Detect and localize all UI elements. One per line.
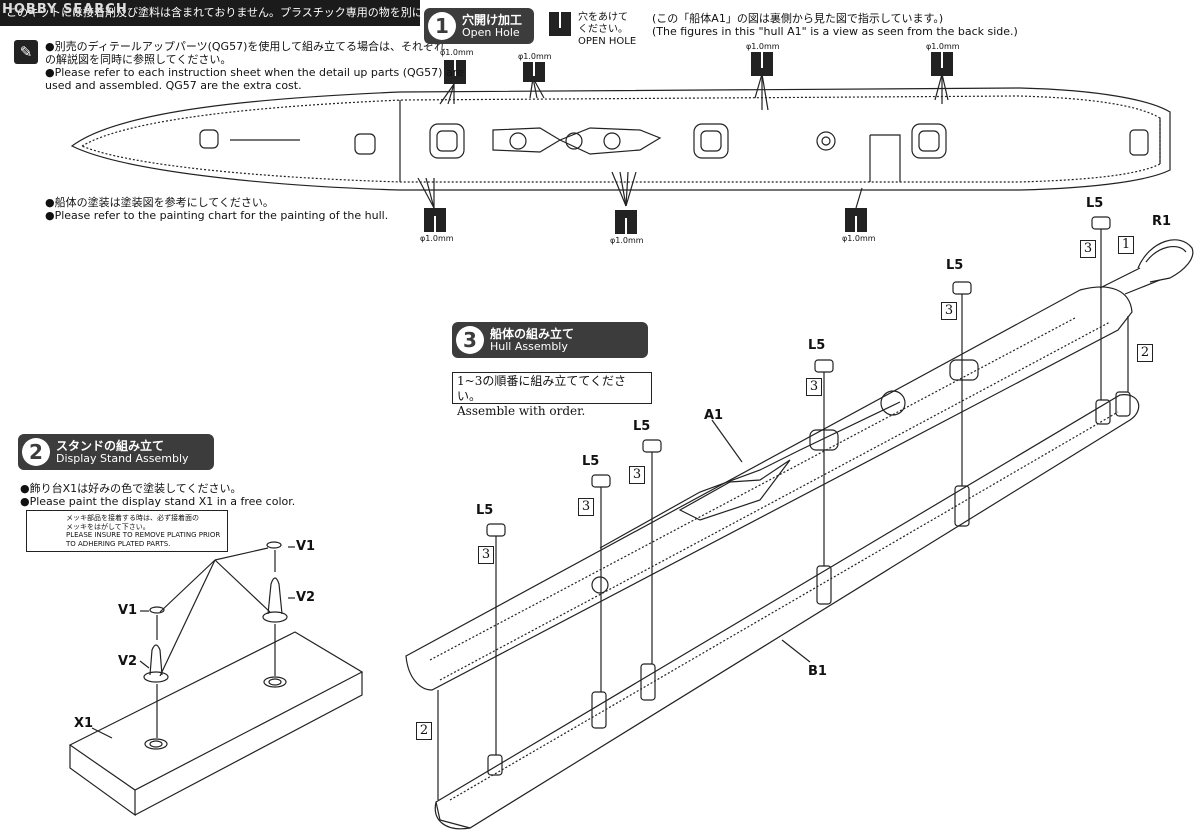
step-2-title-jp: スタンドの組み立て (56, 439, 165, 453)
hole-size-label: φ1.0mm (842, 234, 876, 243)
detail-parts-icon: ✎ (14, 40, 38, 64)
hole-size-label: φ1.0mm (610, 236, 644, 245)
warning-jp-2: メッキをはがして下さい。 (66, 522, 150, 531)
order-mark-3: 3 (1080, 240, 1096, 258)
stand-paint-note: ●飾り台X1は好みの色で塗装してください。 ●Please paint the … (20, 482, 295, 508)
part-label-l5: L5 (476, 503, 494, 518)
part-label-v2: V2 (296, 590, 316, 605)
part-label-l5: L5 (946, 258, 964, 273)
step-1-title-en: Open Hole (462, 26, 520, 39)
painting-note-jp: ●船体の塗装は塗装図を参考にしてください。 (45, 196, 274, 209)
step-3-title-jp: 船体の組み立て (490, 327, 575, 341)
step-1-number: 1 (428, 12, 456, 40)
step-1-badge: 1 穴開け加工 Open Hole (424, 8, 534, 44)
part-label-v1: V1 (296, 539, 316, 554)
step-1-title-jp: 穴開け加工 (462, 13, 523, 27)
part-label-x1: X1 (74, 716, 94, 731)
stand-note-jp: ●飾り台X1は好みの色で塗装してください。 (20, 482, 242, 495)
stand-note-en: ●Please paint the display stand X1 in a … (20, 495, 296, 508)
hole-callouts (417, 73, 949, 209)
open-hole-legend: 穴をあけて ください。 OPEN HOLE (578, 12, 636, 48)
part-label-l5: L5 (582, 454, 600, 469)
hole-size-label: φ1.0mm (440, 48, 474, 57)
painting-note-en: ●Please refer to the painting chart for … (45, 209, 389, 222)
step-2-badge: 2 スタンドの組み立て Display Stand Assembly (18, 434, 214, 470)
detail-parts-en-1: ●Please refer to each instruction sheet … (45, 66, 464, 79)
hole-size-label: φ1.0mm (518, 52, 552, 61)
part-label-r1: R1 (1152, 214, 1172, 229)
step-3-number: 3 (456, 326, 484, 354)
part-label-l5: L5 (1086, 196, 1104, 211)
assembly-order-jp: 1~3の順番に組み立ててください。 (457, 374, 626, 403)
view-note-jp: (この「船体A1」の図は裏側から見た図で指示しています。) (652, 12, 944, 25)
assembly-order-box: 1~3の順番に組み立ててください。 Assemble with order. (452, 372, 652, 418)
hull-top-view (70, 87, 1171, 191)
part-label-v2: V2 (118, 654, 138, 669)
top-notice-text: このキットには接着剤及び塗料は含まれておりません。プラスチック専用の物を別にお求… (6, 6, 420, 19)
plating-warning-box (26, 510, 228, 552)
view-note-en: (The figures in this "hull A1" is a view… (652, 25, 1018, 38)
legend-en: OPEN HOLE (578, 36, 637, 47)
detail-parts-en-2: used and assembled. QG57 are the extra c… (45, 79, 302, 92)
warning-en-1: PLEASE INSURE TO REMOVE PLATING PRIOR (66, 531, 221, 539)
view-note: (この「船体A1」の図は裏側から見た図で指示しています。) (The figur… (652, 12, 1018, 38)
order-mark-3: 3 (941, 302, 957, 320)
legend-jp-1: 穴をあけて (578, 12, 628, 23)
part-label-l5: L5 (633, 419, 651, 434)
order-mark-3: 3 (478, 546, 494, 564)
detail-parts-jp-2: の解説図を同時に参照してください。 (45, 53, 232, 66)
warning-jp-1: メッキ部品を接着する時は、必ず接着面の (66, 514, 199, 522)
detail-parts-note: ●別売のディテールアップパーツ(QG57)を使用して組み立てる場合は、それぞれ … (45, 40, 464, 92)
plating-warning-text: メッキ部品を接着する時は、必ず接着面の メッキをはがして下さい。 PLEASE … (66, 514, 220, 548)
legend-jp-2: ください。 (578, 24, 628, 35)
top-notice-banner: このキットには接着剤及び塗料は含まれておりません。プラスチック専用の物を別にお求… (0, 0, 420, 26)
part-label-l5: L5 (808, 338, 826, 353)
step-3-badge: 3 船体の組み立て Hull Assembly (452, 322, 648, 358)
painting-note: ●船体の塗装は塗装図を参考にしてください。 ●Please refer to t… (45, 196, 388, 222)
step-2-title-en: Display Stand Assembly (56, 452, 189, 465)
assembly-order-en: Assemble with order. (457, 404, 586, 418)
hole-size-label: φ1.0mm (746, 42, 780, 51)
order-mark-1: 1 (1118, 236, 1134, 254)
order-mark-2: 2 (416, 722, 432, 740)
hole-size-label: φ1.0mm (926, 42, 960, 51)
hole-size-label: φ1.0mm (420, 234, 454, 243)
display-stand-drawing (68, 541, 364, 817)
order-mark-2: 2 (1137, 344, 1153, 362)
warning-en-2: TO ADHERING PLATED PARTS. (66, 539, 171, 548)
part-label-a1: A1 (704, 408, 724, 423)
part-label-b1: B1 (808, 664, 827, 679)
hull-assembly-drawing (405, 216, 1194, 830)
watermark: HOBBY SEARCH (2, 2, 128, 17)
detail-parts-jp-1: ●別売のディテールアップパーツ(QG57)を使用して組み立てる場合は、それぞれ (45, 40, 446, 53)
order-mark-3: 3 (578, 498, 594, 516)
step-2-number: 2 (22, 438, 50, 466)
step-3-title-en: Hull Assembly (490, 340, 568, 353)
order-mark-3: 3 (629, 466, 645, 484)
part-label-v1: V1 (118, 603, 138, 618)
order-mark-3: 3 (806, 378, 822, 396)
